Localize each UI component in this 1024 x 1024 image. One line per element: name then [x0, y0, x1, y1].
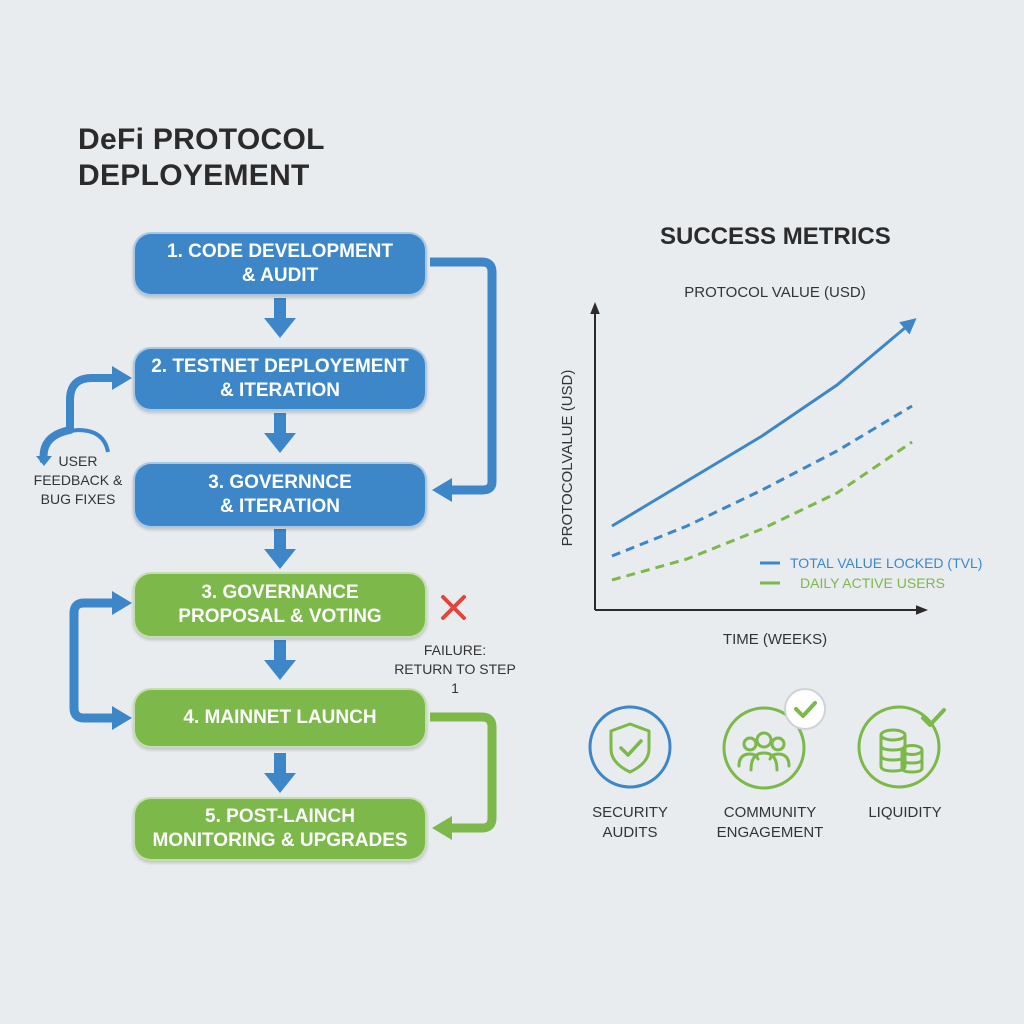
series-line-3: [611, 320, 913, 528]
metric-2-line-2: ENGAGEMENT: [716, 824, 824, 841]
series-line-2: [611, 440, 913, 582]
x-axis-label: TIME (WEEKS): [723, 631, 827, 648]
people-group-icon: [737, 731, 791, 772]
step-post-launch: 5. POST-LAINCH MONITORING & UPGRADES: [133, 797, 427, 861]
down-arrow-3: [264, 529, 296, 569]
y-axis-label: PROTOCOLVALUE (USD): [559, 370, 576, 547]
failure-x-icon: [441, 595, 466, 620]
loop-arrow-step1-to-step3: [430, 257, 497, 495]
legend-label-tvl: TOTAL VALUE LOCKED (TVL): [790, 555, 982, 571]
step-3-line-1: 3. GOVERNNCE: [208, 472, 352, 493]
security-audits-badge: [588, 705, 672, 789]
title-line-2: DEPLOYEMENT: [78, 159, 310, 192]
metric-1-line-2: AUDITS: [602, 824, 658, 841]
metric-2-line-1: COMMUNITY: [723, 804, 817, 821]
page-title: DeFi PROTOCOL DEPLOYEMENT: [78, 122, 398, 194]
down-arrow-1: [264, 298, 296, 338]
failure-line-1: FAILURE:: [423, 642, 487, 658]
feedback-loop-arrow: [39, 374, 116, 463]
failure-line-2: RETURN TO STEP 1: [394, 661, 516, 696]
loop-arrow-step4-step5: [69, 598, 116, 723]
step-4-line-1: 3. GOVERNANCE: [201, 582, 359, 603]
step-4-line-2: PROPOSAL & VOTING: [178, 606, 382, 627]
metric-community-engagement: COMMUNITY ENGAGEMENT: [705, 803, 835, 843]
liquidity-badge: [857, 705, 946, 789]
step-governance-iteration: 3. GOVERNNCE & ITERATION: [133, 462, 427, 528]
step-3-line-2: & ITERATION: [220, 496, 340, 517]
feedback-line-2: FEEDBACK &: [33, 472, 123, 488]
metric-1-line-1: SECURITY: [592, 804, 668, 821]
down-arrow-5: [264, 753, 296, 793]
step-2-line-2: & ITERATION: [220, 380, 340, 401]
step-code-development: 1. CODE DEVELOPMENT & AUDIT: [133, 232, 427, 296]
series-line-1: [611, 404, 913, 558]
chart-title: PROTOCOL VALUE (USD): [684, 284, 865, 301]
community-engagement-badge: [722, 688, 826, 790]
down-arrows: [264, 298, 296, 793]
check-icon: [921, 708, 946, 727]
title-line-1: DeFi PROTOCOL: [78, 123, 325, 156]
step-governance-proposal: 3. GOVERNANCE PROPOSAL & VOTING: [133, 572, 427, 638]
series-arrowhead: [899, 318, 917, 335]
metric-3-line-1: LIQUIDITY: [868, 804, 942, 821]
step-mainnet-launch: 4. MAINNET LAUNCH: [133, 688, 427, 748]
step-6-line-2: MONITORING & UPGRADES: [152, 830, 408, 851]
feedback-curl-arrow: [42, 427, 110, 455]
step-6-line-1: 5. POST-LAINCH: [205, 806, 355, 827]
metrics-title: SUCCESS METRICS: [660, 223, 891, 250]
legend-label-dau: DAILY ACTIVE USERS: [800, 575, 945, 591]
step-1-line-2: & AUDIT: [241, 265, 319, 286]
down-arrow-2: [264, 413, 296, 453]
metric-security-audits: SECURITY AUDITS: [575, 803, 685, 843]
step-2-line-1: 2. TESTNET DEPLOYEMENT: [151, 356, 409, 377]
series-layer: [611, 318, 917, 582]
step-testnet-deployment: 2. TESTNET DEPLOYEMENT & ITERATION: [133, 347, 427, 411]
check-badge-icon: [784, 688, 826, 730]
step-5-line-1: 4. MAINNET LAUNCH: [183, 707, 377, 728]
shield-check-icon: [609, 722, 651, 774]
down-arrow-4: [264, 640, 296, 680]
legend: TOTAL VALUE LOCKED (TVL) DAILY ACTIVE US…: [760, 555, 982, 591]
feedback-label: USER FEEDBACK & BUG FIXES: [28, 452, 128, 509]
feedback-line-3: BUG FIXES: [40, 491, 116, 507]
loop-arrow-step5-to-step6: [430, 712, 497, 833]
failure-label: FAILURE: RETURN TO STEP 1: [390, 641, 520, 698]
feedback-line-1: USER: [58, 453, 98, 469]
value-chart: PROTOCOL VALUE (USD) TIME (WEEKS) PROTOC…: [559, 284, 982, 648]
metric-liquidity: LIQUIDITY: [850, 803, 960, 823]
step-1-line-1: 1. CODE DEVELOPMENT: [167, 241, 393, 262]
coin-stack-icon: [879, 728, 924, 774]
